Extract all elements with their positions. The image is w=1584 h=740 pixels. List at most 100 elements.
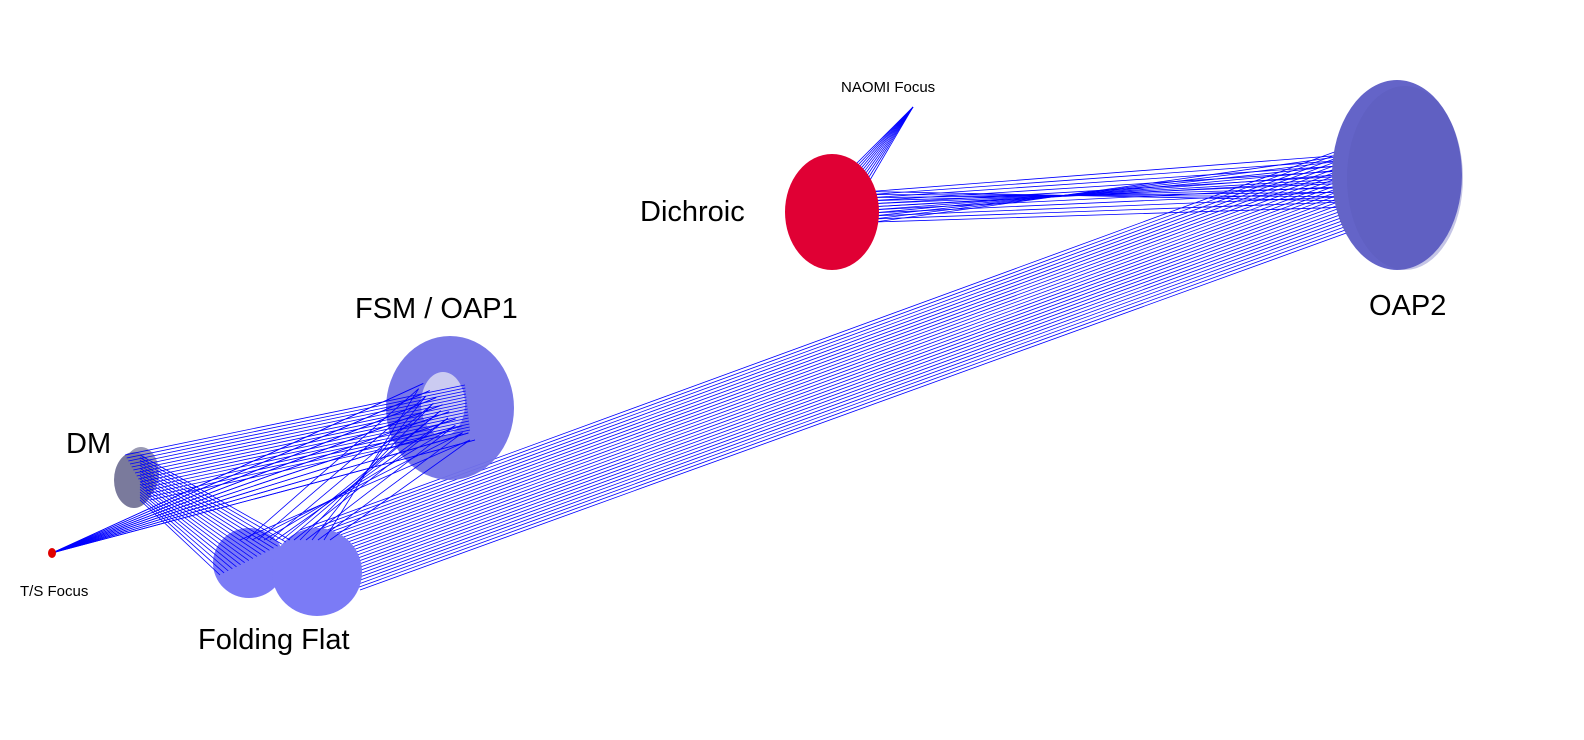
- ray-dm-to-ff: [139, 454, 291, 541]
- ray-dichroic-to-naomi: [867, 106, 914, 180]
- dichroic-label: Dichroic: [640, 196, 745, 228]
- ray-ff-to-oap1: [293, 417, 449, 541]
- ts-focus-label: T/S Focus: [20, 583, 89, 600]
- ray-dm-to-ff: [139, 459, 282, 545]
- ray-oap2-to-dichroic: [874, 193, 1413, 217]
- ray-dm-to-ff: [139, 481, 250, 561]
- ray-bundles-back: [299, 106, 1416, 591]
- ray-oap2-to-dichroic: [871, 161, 1404, 199]
- fsm-oap1-label: FSM / OAP1: [355, 293, 518, 325]
- ray-dm-to-ff: [139, 483, 245, 563]
- ray-oap2-to-dichroic: [874, 199, 1414, 220]
- ray-ts-to-oap1: [51, 390, 430, 554]
- ray-ts-to-oap1: [51, 411, 450, 554]
- folding-flat-label: Folding Flat: [198, 624, 350, 656]
- ray-ts-to-oap1: [51, 383, 424, 554]
- ray-dichroic-to-naomi: [869, 106, 914, 181]
- dm-label: DM: [66, 428, 112, 460]
- ray-oap2-to-dichroic: [870, 194, 1413, 198]
- dm-mirror: [114, 452, 154, 508]
- ray-ff-to-oap2: [307, 156, 1349, 538]
- ray-ff-to-oap1: [281, 410, 441, 541]
- ray-oap1-to-dm: [131, 396, 467, 468]
- ray-ff-to-oap1: [329, 439, 471, 541]
- ray-ff-to-oap2: [328, 178, 1374, 560]
- ray-oap2-to-dichroic: [872, 174, 1408, 208]
- ray-ff-to-oap2: [335, 185, 1383, 567]
- ray-ff-to-oap1: [305, 425, 456, 541]
- ray-ff-to-oap2: [321, 171, 1366, 552]
- dichroic-mirror: [785, 154, 879, 270]
- ray-ff-to-oap2: [355, 204, 1405, 586]
- ray-dichroic-to-naomi: [865, 106, 914, 179]
- folding-flat-1: [213, 528, 285, 598]
- ray-ff-to-oap2: [338, 188, 1385, 569]
- ray-ff-to-oap2: [316, 166, 1360, 548]
- ray-ff-to-oap1: [317, 432, 463, 541]
- ray-dichroic-to-naomi: [860, 106, 914, 176]
- oap2-mirror: [1332, 80, 1462, 270]
- ray-ff-to-oap2: [345, 195, 1394, 576]
- ray-dichroic-to-naomi: [858, 106, 914, 175]
- ray-ff-to-oap1: [323, 388, 420, 541]
- ray-ff-to-oap2: [331, 180, 1377, 562]
- ray-ff-to-oap1: [245, 388, 419, 541]
- ray-bundles-front: [51, 383, 476, 576]
- ray-dm-to-ff: [139, 499, 221, 576]
- ray-oap2-to-dichroic: [873, 169, 1406, 211]
- ray-oap2-to-dichroic: [871, 191, 1412, 199]
- ray-oap2-to-dichroic: [874, 158, 1403, 217]
- ray-ts-to-oap1: [51, 439, 476, 554]
- ray-ff-to-oap2: [323, 173, 1369, 555]
- ray-ff-to-oap2: [333, 183, 1380, 564]
- ray-ff-to-oap2: [309, 159, 1352, 540]
- ray-oap2-to-dichroic: [870, 191, 1415, 203]
- ray-dichroic-to-naomi: [863, 106, 914, 177]
- ray-ff-to-oap2: [352, 202, 1402, 584]
- ray-dichroic-to-naomi: [856, 106, 914, 174]
- ray-ff-to-oap2: [326, 176, 1371, 557]
- ray-ff-to-oap2: [314, 164, 1357, 545]
- ray-ff-to-oap2: [319, 168, 1363, 550]
- ray-oap1-to-dm: [124, 384, 466, 456]
- ray-oap2-to-dichroic: [874, 153, 1402, 220]
- ray-ff-to-oap2: [350, 200, 1399, 581]
- oap2-label: OAP2: [1369, 290, 1447, 322]
- ray-ff-to-oap2: [311, 161, 1355, 543]
- ray-dm-to-ff: [139, 457, 287, 543]
- ray-ff-to-oap2: [340, 190, 1388, 572]
- ray-dm-to-ff: [139, 478, 254, 559]
- ray-oap2-to-dichroic: [874, 204, 1416, 223]
- ray-ff-to-oap2: [357, 207, 1408, 588]
- ray-ff-to-oap1: [257, 395, 427, 541]
- ray-ts-to-oap1: [51, 397, 437, 554]
- ray-dm-to-ff: [139, 494, 229, 572]
- ray-oap1-to-dm: [136, 405, 468, 477]
- oap2-mirror-edge: [1347, 86, 1463, 270]
- ray-dm-to-ff: [139, 475, 258, 557]
- ray-ff-to-oap2: [359, 209, 1411, 591]
- ray-oap2-to-dichroic: [870, 150, 1401, 192]
- ray-oap1-to-dm: [149, 429, 471, 501]
- ray-oap2-to-dichroic: [871, 185, 1411, 202]
- ray-oap1-to-dm: [143, 417, 469, 489]
- ray-ff-to-oap2: [347, 197, 1397, 579]
- ray-dm-to-ff: [139, 497, 225, 574]
- ray-dm-to-ff: [139, 491, 233, 570]
- ray-oap2-to-dichroic: [872, 180, 1409, 205]
- ray-oap2-to-dichroic: [874, 147, 1401, 223]
- ray-dm-to-ff: [139, 465, 274, 549]
- ray-dm-to-ff: [139, 470, 266, 553]
- naomi-focus-label: NAOMI Focus: [841, 79, 936, 96]
- ray-dm-to-ff: [139, 473, 262, 555]
- ray-dichroic-to-naomi: [854, 106, 914, 173]
- ray-oap2-to-dichroic: [870, 155, 1403, 195]
- ray-oap1-to-dm: [141, 414, 469, 486]
- ray-ff-to-oap2: [343, 192, 1391, 574]
- ray-ff-to-oap1: [269, 403, 434, 541]
- ray-dm-to-ff: [139, 489, 237, 568]
- ray-dm-to-ff: [139, 486, 241, 566]
- ray-oap1-to-dm: [146, 423, 470, 495]
- ts-focus-point: [48, 548, 56, 558]
